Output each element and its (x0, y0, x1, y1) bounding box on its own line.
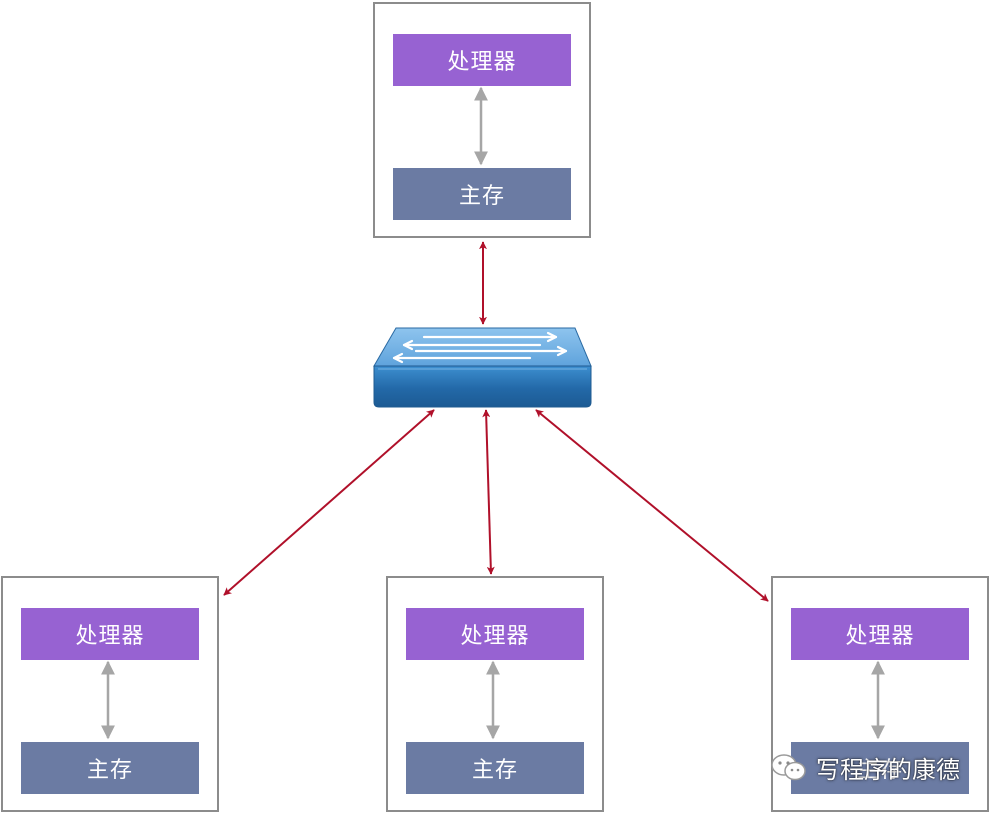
processor-label: 处理器 (845, 624, 915, 649)
memory-label: 主存 (856, 758, 903, 783)
network-switch-icon (373, 327, 592, 408)
node-bottom-left: 处理器 主存 (1, 576, 219, 812)
memory-box: 主存 (406, 742, 584, 794)
memory-label: 主存 (458, 184, 505, 209)
node-bottom-middle: 处理器 主存 (386, 576, 604, 812)
processor-label: 处理器 (75, 624, 145, 649)
processor-label: 处理器 (460, 624, 530, 649)
node-bottom-right: 处理器 主存 (771, 576, 989, 812)
memory-box: 主存 (393, 168, 571, 220)
node-top: 处理器 主存 (373, 2, 591, 238)
processor-label: 处理器 (447, 50, 517, 75)
memory-box: 主存 (791, 742, 969, 794)
link-switch-bottom-left (223, 409, 435, 596)
memory-label: 主存 (471, 758, 518, 783)
memory-label: 主存 (86, 758, 133, 783)
memory-box: 主存 (21, 742, 199, 794)
processor-box: 处理器 (393, 34, 571, 86)
processor-box: 处理器 (791, 608, 969, 660)
processor-box: 处理器 (21, 608, 199, 660)
watermark: 写程序的康德 (770, 750, 960, 785)
watermark-text: 写程序的康德 (816, 756, 960, 784)
link-switch-bottom-middle (482, 409, 495, 575)
link-switch-bottom-right (535, 409, 769, 602)
wechat-icon (771, 753, 806, 780)
processor-box: 处理器 (406, 608, 584, 660)
